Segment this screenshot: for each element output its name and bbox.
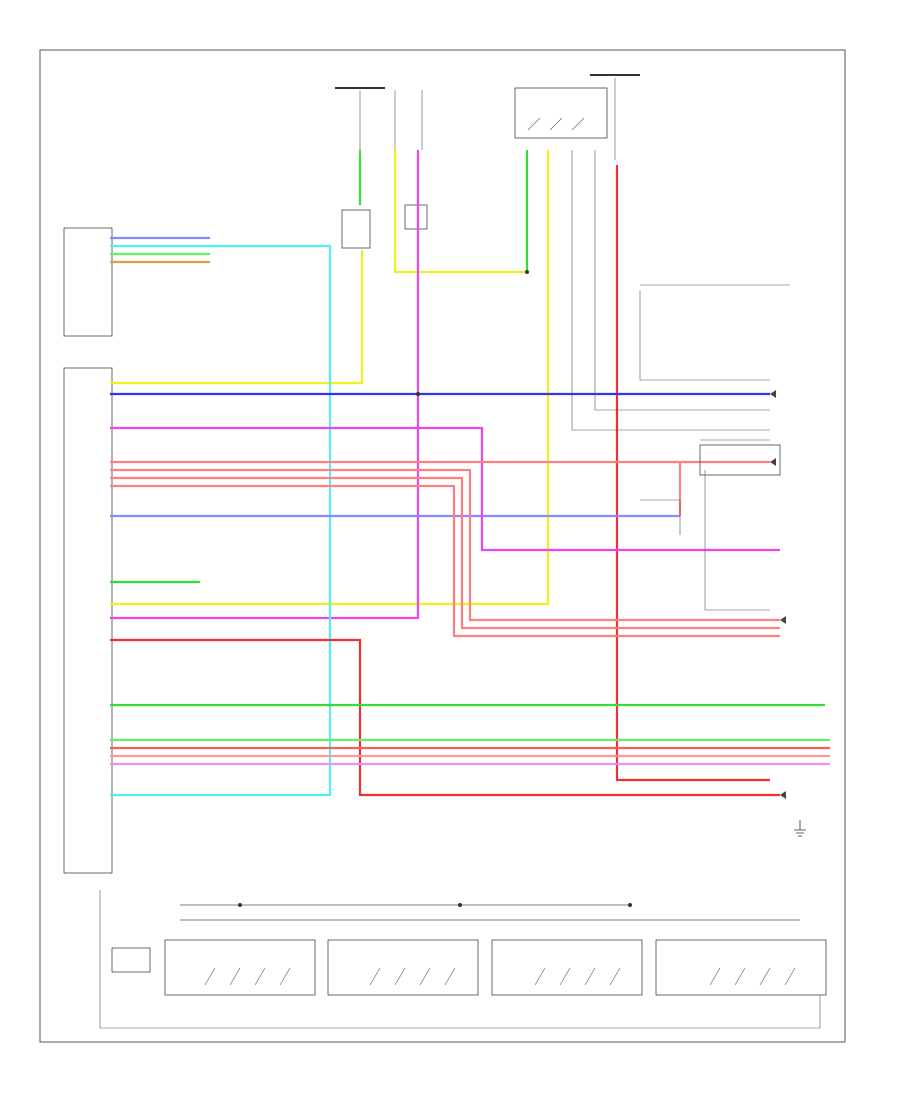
splice-dot-icon — [628, 903, 632, 907]
main-control-module — [63, 367, 113, 874]
relay-box — [514, 87, 608, 139]
switch-box-1 — [164, 939, 316, 996]
splice-dot-icon — [238, 903, 242, 907]
switch-box-2 — [327, 939, 479, 996]
relay-switch-icon — [527, 117, 585, 131]
wire-red-4 — [110, 484, 780, 638]
splice-dot-icon — [525, 270, 529, 274]
wire-yellow-3 — [110, 250, 364, 385]
diagram-frame — [39, 49, 846, 1043]
bottom-return-line — [99, 890, 821, 1029]
switch-box-4 — [655, 939, 827, 996]
wire-red-2 — [110, 468, 780, 622]
wire-red-5 — [110, 638, 780, 797]
wire-red-3 — [110, 476, 780, 630]
connector-arrow-icon — [770, 390, 786, 799]
wire-magenta-vert — [110, 150, 420, 620]
splice-dot-icon — [458, 903, 462, 907]
wire-yellow-1 — [393, 150, 527, 274]
upper-control-unit — [63, 227, 113, 337]
wire-cyan — [110, 244, 332, 797]
thin-right-3 — [594, 150, 770, 411]
wire-red-vert — [615, 165, 770, 782]
sensor-box — [111, 947, 151, 973]
thin-right-6 — [640, 499, 681, 535]
splice-dot-icon — [416, 392, 420, 396]
switch-icon — [204, 967, 796, 986]
fuse-block — [404, 204, 428, 230]
thin-right-2 — [571, 150, 770, 431]
right-switch-box — [699, 444, 781, 476]
switch-box-3 — [491, 939, 643, 996]
thin-right-1 — [639, 290, 770, 381]
fuse-relay — [341, 209, 371, 249]
thin-right-5 — [704, 470, 770, 611]
wire-magenta-1 — [110, 426, 780, 552]
wire-yellow-2 — [110, 150, 550, 606]
ground-icon — [794, 820, 806, 837]
